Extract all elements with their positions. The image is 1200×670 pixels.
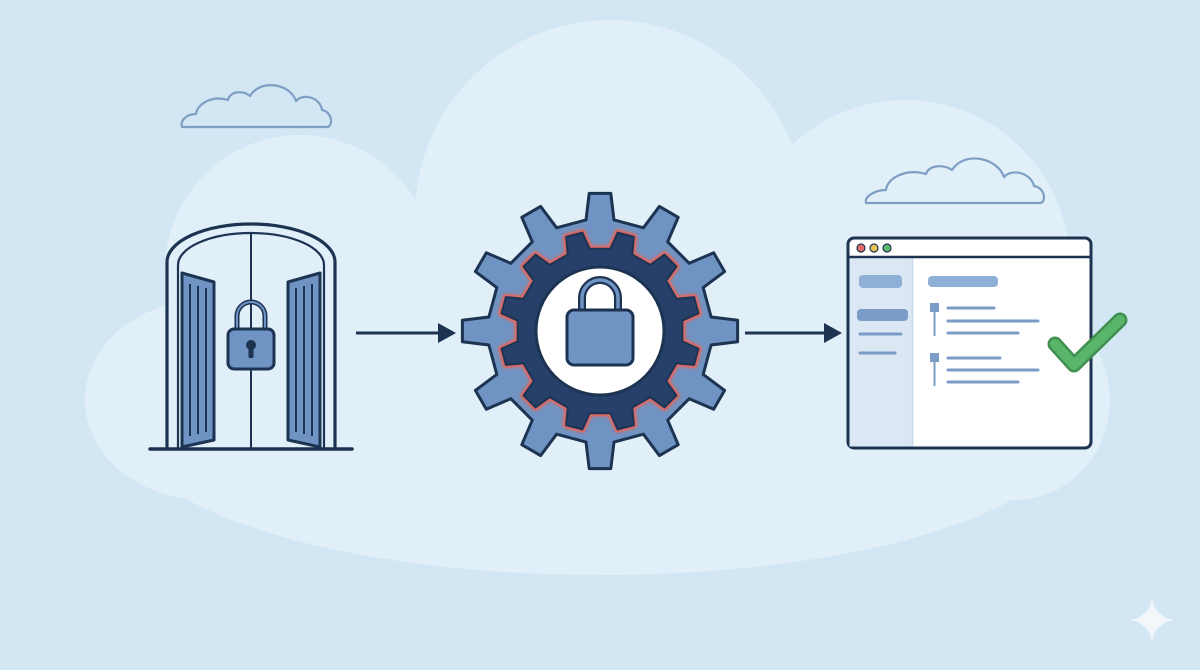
- gear-padlock-icon: [565, 276, 635, 367]
- checkmark-icon-fill: [1050, 315, 1125, 370]
- small-cloud-right-icon: [864, 157, 1046, 205]
- gate-padlock-icon: [226, 299, 276, 371]
- window-close-dot: [856, 243, 866, 253]
- arrow-right-icon-2: [745, 323, 842, 343]
- locked-gate-icon: [148, 222, 354, 451]
- small-cloud-left-icon: [180, 84, 333, 129]
- arrow-right-icon: [356, 323, 456, 343]
- window-minimize-dot: [869, 243, 879, 253]
- window-maximize-dot: [882, 243, 892, 253]
- sparkle-icon: [1130, 598, 1174, 642]
- gear-lock-icon: [460, 191, 740, 471]
- app-window-icon: [846, 236, 1093, 450]
